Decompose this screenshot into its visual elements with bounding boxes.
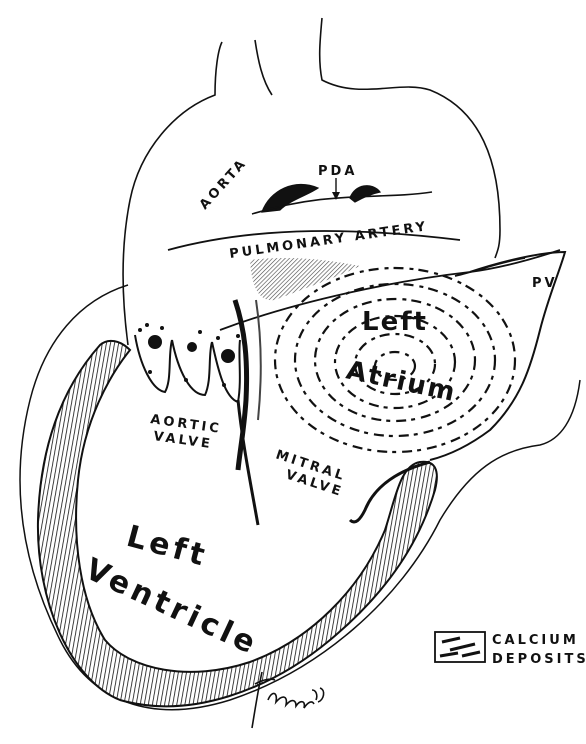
left-atrium-label-line1: Left [362,307,428,337]
aorta-label: AORTA [197,155,251,212]
legend-label-line2: DEPOSITS [492,652,586,667]
artist-signature [252,672,324,728]
legend: CALCIUM DEPOSITS [435,632,586,667]
pda-right-shape [350,186,380,202]
pv-label: PV [532,276,558,291]
aortic-valve-cusps [135,335,240,402]
aorta-outline [123,18,500,345]
left-ventricle-label-line1: Left [123,519,212,574]
left-atrium-swirl [275,268,515,452]
pulmonary-artery-label: PULMONARY ARTERY [228,219,429,262]
legend-label-line1: CALCIUM [492,633,579,648]
pda-shape [262,184,318,212]
pda-label: PDA [318,164,357,179]
